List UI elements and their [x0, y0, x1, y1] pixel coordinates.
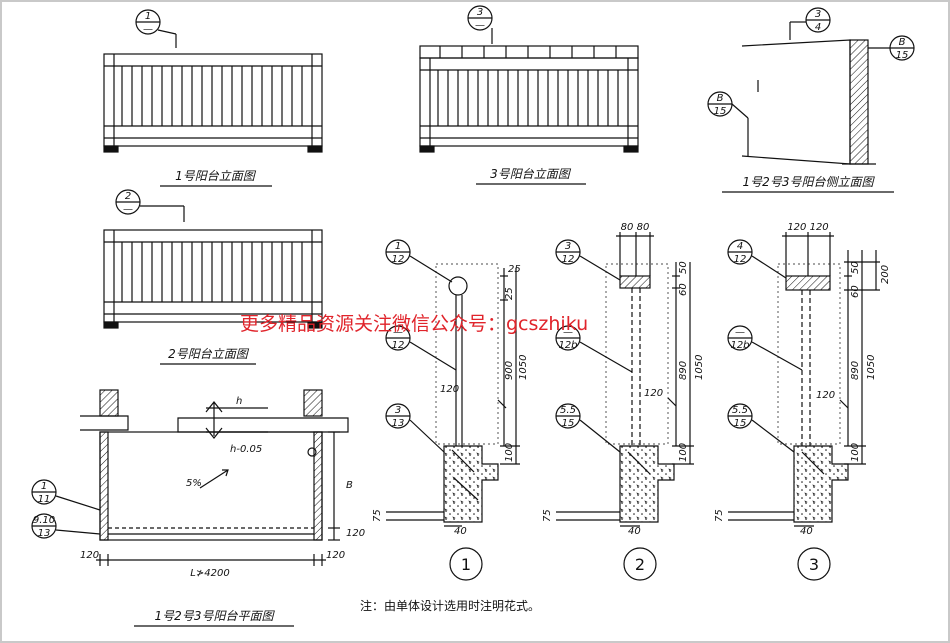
- s2-top-dims: 80 80: [621, 222, 650, 233]
- s3-tag3-top: 5.5: [732, 405, 748, 416]
- plan-slope: 5%: [186, 478, 202, 489]
- side-tag3-bottom: 15: [714, 106, 727, 117]
- elev2-caption: 2号阳台立面图: [168, 347, 250, 361]
- side-tag1-bottom: 4: [815, 22, 821, 33]
- plan-caption: 1号2号3号阳台平面图: [155, 609, 276, 623]
- s3-d40: 40: [800, 526, 813, 537]
- s2-label: 2: [635, 555, 645, 574]
- s3-d120: 120: [816, 390, 835, 401]
- elevation-1: [103, 9, 323, 153]
- elevation-3: [419, 5, 639, 153]
- s3-top-dims: 120 120: [787, 222, 828, 233]
- side-elevation: [707, 7, 915, 165]
- s3-d200: 200: [880, 265, 891, 284]
- s3-tag1-bottom: 12: [734, 254, 747, 265]
- elev3-tag-bottom: —: [475, 20, 485, 31]
- side-tag2-top: B: [899, 37, 906, 48]
- s2-tag3-bottom: 15: [562, 418, 575, 429]
- s3-tag2-bottom: 12b: [730, 340, 749, 351]
- s1-d100: 100: [504, 443, 515, 462]
- s2-d60: 60: [678, 283, 689, 296]
- elev3-caption: 3号阳台立面图: [490, 167, 572, 181]
- section-1: [385, 239, 520, 581]
- s2-d120: 120: [644, 388, 663, 399]
- section-2: [555, 232, 694, 581]
- s3-d100: 100: [850, 443, 861, 462]
- s2-d1050: 1050: [694, 355, 705, 380]
- side-tag2-bottom: 15: [896, 50, 909, 61]
- s1-d900: 900: [504, 361, 515, 380]
- plan-tag2-bottom: 13: [38, 528, 51, 539]
- s3-tag2-top: —: [735, 327, 745, 338]
- s3-d1050: 1050: [866, 355, 877, 380]
- elev1-tag-bottom: —: [143, 24, 153, 35]
- s2-d40: 40: [628, 526, 641, 537]
- s1-tag3-top: 3: [395, 405, 401, 416]
- s1-d25: 25: [508, 264, 521, 275]
- s1-d1050: 1050: [518, 355, 529, 380]
- s3-d75: 75: [714, 509, 725, 522]
- s1-d120: 120: [440, 384, 459, 395]
- drawing-note: 注：由单体设计选用时注明花式。: [360, 598, 540, 613]
- plan-dim-h2: h-0.05: [230, 444, 262, 455]
- elev2-tag-top: 2: [125, 191, 131, 202]
- s2-tag2-top: —: [563, 327, 573, 338]
- s3-label: 3: [809, 555, 819, 574]
- s2-d75: 75: [542, 509, 553, 522]
- s2-tag3-top: 5.5: [560, 405, 576, 416]
- s1-tag3-bottom: 13: [392, 418, 405, 429]
- s1-tag1-bottom: 12: [392, 254, 405, 265]
- watermark-text: 更多精品资源关注微信公众号：gcszhiku: [240, 313, 588, 335]
- s3-tag3-bottom: 15: [734, 418, 747, 429]
- plan-dim-120-left: 120: [80, 550, 99, 561]
- plan-dim-120-b: 120: [346, 528, 365, 539]
- side-tag3-top: B: [717, 93, 724, 104]
- s2-tag1-bottom: 12: [562, 254, 575, 265]
- plan-view: [31, 389, 349, 566]
- s1-d25b: 25: [504, 287, 515, 300]
- s2-d890: 890: [678, 361, 689, 380]
- elev3-tag-top: 3: [477, 7, 483, 18]
- plan-dim-120-right: 120: [326, 550, 345, 561]
- s1-tag2-top: —: [393, 327, 403, 338]
- elev2-tag-bottom: —: [123, 204, 133, 215]
- s3-tag1-top: 4: [737, 241, 743, 252]
- plan-tag1-top: 1: [41, 481, 47, 492]
- elev1-caption: 1号阳台立面图: [175, 169, 257, 183]
- s1-tag1-top: 1: [395, 241, 401, 252]
- s2-tag2-bottom: 12b: [558, 340, 577, 351]
- s1-d40: 40: [454, 526, 467, 537]
- s3-d50: 50: [850, 261, 861, 274]
- side-caption: 1号2号3号阳台侧立面图: [743, 175, 876, 189]
- s3-d60: 60: [850, 285, 861, 298]
- elevation-2: [103, 189, 323, 329]
- s1-d75: 75: [372, 509, 383, 522]
- side-tag1-top: 3: [815, 9, 821, 20]
- s2-d100: 100: [678, 443, 689, 462]
- s1-label: 1: [461, 555, 471, 574]
- plan-dim-B: B: [346, 480, 353, 491]
- s3-d890: 890: [850, 361, 861, 380]
- plan-tag1-bottom: 11: [38, 494, 51, 505]
- section-3: [727, 232, 880, 581]
- s1-tag2-bottom: 12: [392, 340, 405, 351]
- plan-tag2-top: 9.10: [33, 515, 55, 526]
- plan-dim-h: h: [236, 396, 242, 407]
- plan-dim-L: L≯4200: [190, 568, 229, 579]
- s2-tag1-top: 3: [565, 241, 571, 252]
- s2-d50: 50: [678, 261, 689, 274]
- elev1-tag-top: 1: [145, 11, 151, 22]
